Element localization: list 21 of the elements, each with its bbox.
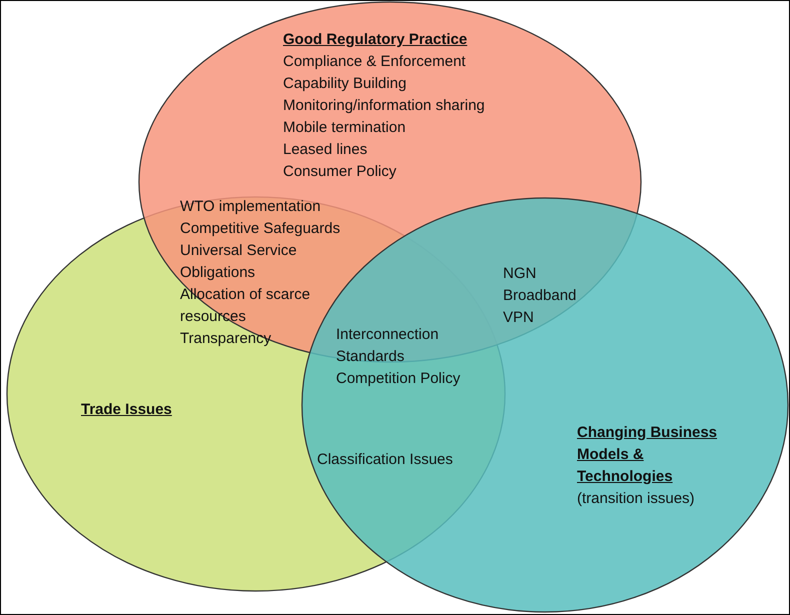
list-item: Consumer Policy <box>283 162 398 182</box>
region-label: VPN <box>503 308 534 328</box>
list-item: Compliance & Enforcement <box>283 52 467 72</box>
region-label: Transparency <box>180 329 272 349</box>
circle-heading: Good Regulatory Practice <box>283 30 468 50</box>
region-label: NGN <box>503 264 536 284</box>
list-item: Capability Building <box>283 74 408 94</box>
circle-heading: Changing Business Models & Technologies <box>577 423 718 487</box>
region-label: Competitive Safeguards <box>180 219 340 239</box>
list-item: Leased lines <box>283 140 368 160</box>
circle-note: (transition issues) <box>577 489 696 509</box>
region-label: Broadband <box>503 286 576 306</box>
region-label: Classification Issues <box>317 450 453 470</box>
region-label: WTO implementation <box>180 197 321 217</box>
circle-heading: Trade Issues <box>81 400 173 420</box>
region-label: Competition Policy <box>336 369 460 389</box>
region-label: Standards <box>336 347 404 367</box>
region-label: Interconnection <box>336 325 439 345</box>
list-item: Mobile termination <box>283 118 407 138</box>
list-item: Monitoring/information sharing <box>283 96 486 116</box>
region-label: Universal Service Obligations <box>180 241 298 283</box>
